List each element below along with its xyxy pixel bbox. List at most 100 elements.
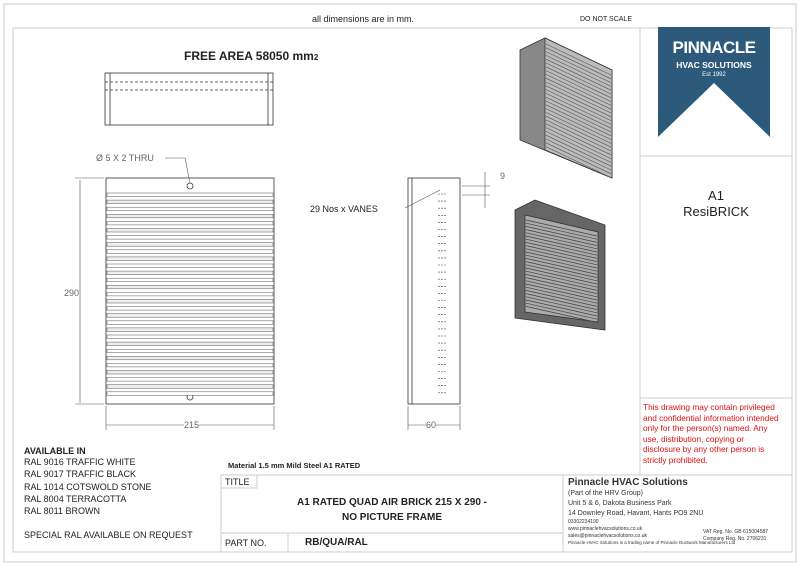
part-no-value: RB/QUA/RAL xyxy=(305,537,368,548)
colour-item: RAL 8004 TERRACOTTA xyxy=(24,493,127,504)
iso-vane xyxy=(525,280,598,298)
iso-vane xyxy=(545,85,612,118)
vane xyxy=(106,242,274,247)
product-line-1: A1 xyxy=(708,188,724,203)
iso-vane xyxy=(525,264,598,282)
product-name: A1 ResiBRICK xyxy=(640,188,792,220)
vane xyxy=(106,263,274,268)
fixing-hole-top xyxy=(186,182,194,190)
vane xyxy=(106,384,274,389)
vane xyxy=(106,249,274,254)
vane xyxy=(106,206,274,211)
company-registration: VAT Reg. No. GB 615004587 Company Reg. N… xyxy=(703,529,768,543)
iso-vane xyxy=(545,138,612,171)
vane xyxy=(106,277,274,282)
colour-item: RAL 9017 TRAFFIC BLACK xyxy=(24,469,137,480)
hole-note: Ø 5 X 2 THRU xyxy=(96,153,154,163)
iso-vane xyxy=(545,134,612,167)
vane xyxy=(106,192,274,197)
vane xyxy=(106,320,274,325)
vane xyxy=(106,292,274,297)
drawing-title: A1 RATED QUAD AIR BRICK 215 X 290 - NO P… xyxy=(221,495,563,525)
vane xyxy=(106,391,274,396)
iso-vane xyxy=(525,222,598,240)
isometric-front xyxy=(519,37,613,179)
colour-item: RAL 9016 TRAFFIC WHITE xyxy=(24,457,136,467)
iso-vane xyxy=(545,127,612,159)
colour-item: RAL 8011 BROWN xyxy=(24,506,101,517)
iso-vane xyxy=(525,290,598,307)
free-area-unit: 2 xyxy=(313,53,319,62)
iso-vane xyxy=(545,96,612,129)
iso-vane xyxy=(545,47,612,80)
dim-depth: 60 xyxy=(426,420,437,430)
vane xyxy=(106,214,274,219)
vane xyxy=(106,313,274,318)
iso-vane xyxy=(525,270,598,288)
iso-vane xyxy=(545,77,612,110)
iso-vane xyxy=(525,232,598,250)
iso-vane xyxy=(525,293,598,310)
iso-vane xyxy=(525,254,598,272)
vat-number: VAT Reg. No. GB 615004587 xyxy=(703,529,769,535)
iso-vane xyxy=(525,306,598,323)
logo-name: PINNACLE xyxy=(672,38,756,57)
iso-vane xyxy=(545,119,612,152)
iso-vane xyxy=(525,245,598,262)
vane xyxy=(106,306,274,311)
free-area-text: FREE AREA 58050 mm xyxy=(184,49,314,63)
dim-width: 215 xyxy=(184,420,200,430)
company-name: Pinnacle HVAC Solutions xyxy=(568,477,688,488)
vane xyxy=(106,363,274,368)
iso-vane xyxy=(525,299,598,317)
vane xyxy=(106,299,274,304)
iso-vane xyxy=(525,226,598,243)
vane xyxy=(106,348,274,353)
iso-vane xyxy=(525,296,598,314)
iso-vane xyxy=(525,229,598,246)
company-details: Pinnacle HVAC Solutions (Part of the HRV… xyxy=(568,477,735,546)
iso-vane xyxy=(545,51,612,83)
iso-vane xyxy=(545,142,612,175)
special-colour-note: SPECIAL RAL AVAILABLE ON REQUEST xyxy=(24,530,193,540)
iso-vane xyxy=(525,219,598,237)
iso-vane xyxy=(545,74,612,106)
logo-subtitle: HVAC SOLUTIONS xyxy=(676,60,752,70)
company-email[interactable]: sales@pinnaclehvacsolutions.co.uk xyxy=(568,533,648,539)
vane xyxy=(106,256,274,261)
iso-vane xyxy=(525,286,598,304)
iso-vane xyxy=(525,261,598,278)
iso-vane xyxy=(545,70,612,102)
title-line-2: NO PICTURE FRAME xyxy=(342,512,442,523)
company-logo: PINNACLE HVAC SOLUTIONS Est 1992 xyxy=(658,27,770,137)
dim-height: 290 xyxy=(64,288,80,298)
title-line-1: A1 RATED QUAD AIR BRICK 215 X 290 - xyxy=(296,497,488,508)
company-phone: 03302234190 xyxy=(568,519,599,525)
iso-vane xyxy=(545,66,612,99)
colours-list: RAL 9016 TRAFFIC WHITE RAL 9017 TRAFFIC … xyxy=(24,456,152,517)
vane xyxy=(106,199,274,204)
iso-vane xyxy=(545,104,612,137)
company-reg-number: Company Reg. No. 2706231 xyxy=(703,536,767,542)
company-address-2: 14 Downley Road, Havant, Hants PO9 2NU xyxy=(568,510,704,517)
iso-vane xyxy=(545,93,612,125)
company-website[interactable]: www.pinnaclehvacsolutions.co.uk xyxy=(568,526,643,532)
vanes-note: 29 Nos x VANES xyxy=(310,204,378,214)
iso-vane xyxy=(545,55,612,87)
iso-vane xyxy=(545,89,612,121)
iso-vane xyxy=(525,248,598,266)
iso-vane xyxy=(525,274,598,291)
iso-vane xyxy=(545,62,612,95)
vane xyxy=(106,334,274,339)
vane xyxy=(106,228,274,233)
dimensions-note: all dimensions are in mm. xyxy=(312,14,415,24)
material-note: Material 1.5 mm Mild Steel A1 RATED xyxy=(228,461,361,470)
iso-vane xyxy=(525,238,598,256)
colours-heading: AVAILABLE IN xyxy=(24,446,86,456)
vane xyxy=(106,270,274,275)
iso-vane xyxy=(545,131,612,163)
part-no-label: PART NO. xyxy=(225,538,267,548)
iso-vane xyxy=(545,112,612,144)
vane xyxy=(106,327,274,332)
